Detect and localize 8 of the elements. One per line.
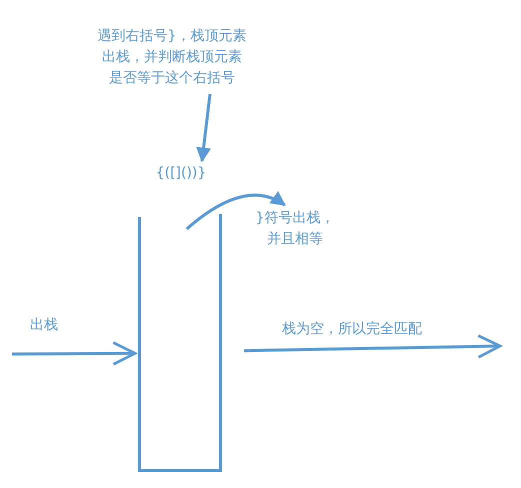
arrow bbox=[196, 94, 212, 162]
arrow bbox=[244, 334, 502, 359]
annotation-text: }符号出栈，并且相等 bbox=[252, 208, 338, 258]
stack-container bbox=[138, 214, 222, 472]
annotation-text: {([]())} bbox=[146, 163, 216, 187]
arrow bbox=[186, 192, 286, 230]
arrow bbox=[12, 341, 136, 366]
annotation-text: 遇到右括号}，栈顶元素出栈，并判断栈顶元素是否等于这个右括号 bbox=[96, 26, 248, 92]
